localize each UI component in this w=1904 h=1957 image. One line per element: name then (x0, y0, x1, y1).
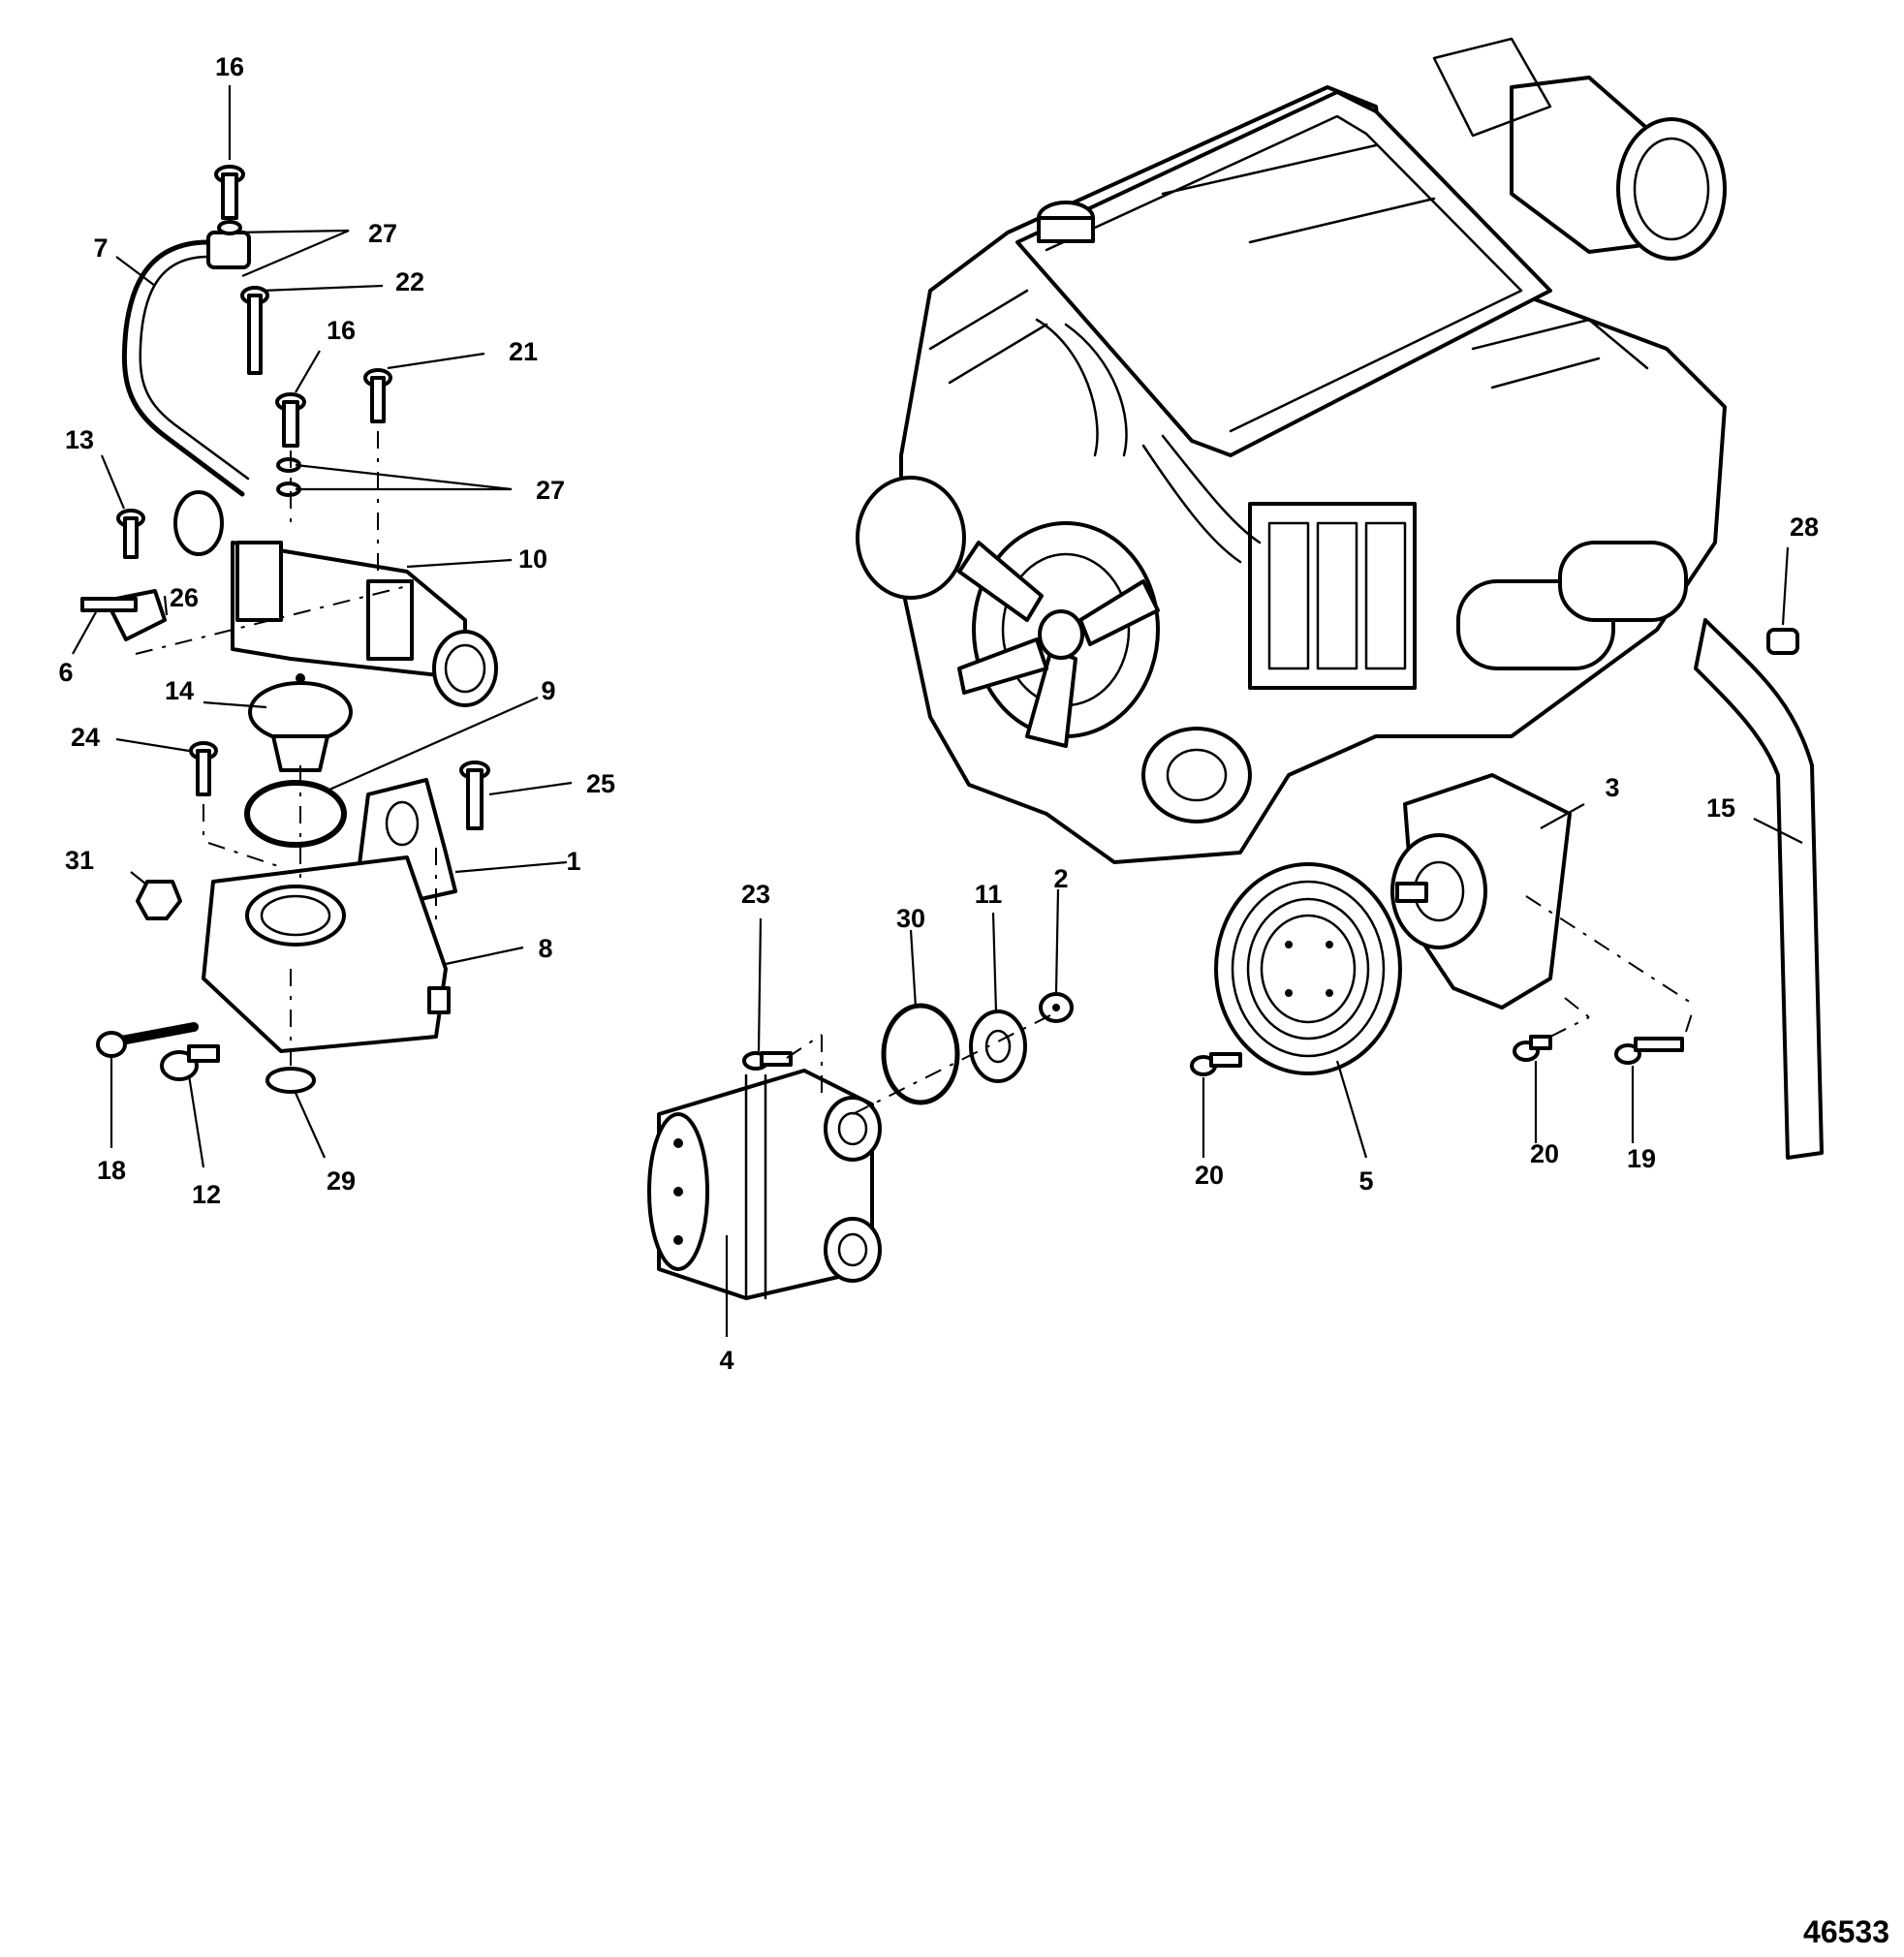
callout-16: 16 (215, 52, 244, 81)
callout-18: 18 (97, 1156, 126, 1185)
callout-20: 20 (1195, 1161, 1224, 1190)
callout-24: 24 (71, 723, 100, 752)
callout-7: 7 (93, 233, 108, 263)
callout-4: 4 (719, 1346, 734, 1375)
callout-21: 21 (509, 337, 538, 366)
callout-15: 15 (1706, 793, 1735, 823)
leader-lines (72, 85, 1803, 1337)
callout-31: 31 (65, 846, 94, 875)
callout-20: 20 (1530, 1139, 1559, 1168)
callout-1: 1 (566, 847, 580, 876)
callout-28: 28 (1790, 513, 1819, 542)
callout-27: 27 (536, 476, 565, 505)
circulating-pump-group (1190, 618, 1824, 1160)
callout-9: 9 (541, 676, 555, 705)
callout-27: 27 (368, 219, 397, 248)
callout-12: 12 (192, 1180, 221, 1209)
callout-10: 10 (518, 544, 547, 574)
callout-3: 3 (1605, 773, 1619, 802)
callout-30: 30 (896, 904, 925, 933)
callout-26: 26 (170, 583, 199, 612)
callout-22: 22 (395, 267, 424, 296)
callout-14: 14 (165, 676, 194, 705)
callout-8: 8 (538, 934, 552, 963)
figure-id: 46533 (1803, 1914, 1889, 1949)
raw-water-pump-group (647, 992, 1074, 1300)
callout-23: 23 (741, 880, 770, 909)
callout-16: 16 (327, 316, 356, 345)
engine-assembly (856, 37, 1727, 864)
callout-29: 29 (327, 1166, 356, 1196)
callout-19: 19 (1627, 1144, 1656, 1173)
callout-13: 13 (65, 425, 94, 454)
callout-6: 6 (58, 658, 73, 687)
assembly-centerlines (135, 431, 1695, 1115)
thermostat-housing-group (80, 165, 498, 1094)
callout-labels: 16 27 7 22 16 21 13 27 10 26 6 14 9 24 2… (58, 52, 1819, 1375)
callout-11: 11 (975, 880, 1003, 909)
callout-2: 2 (1053, 864, 1068, 893)
callout-25: 25 (586, 769, 615, 798)
callout-5: 5 (1358, 1166, 1373, 1196)
